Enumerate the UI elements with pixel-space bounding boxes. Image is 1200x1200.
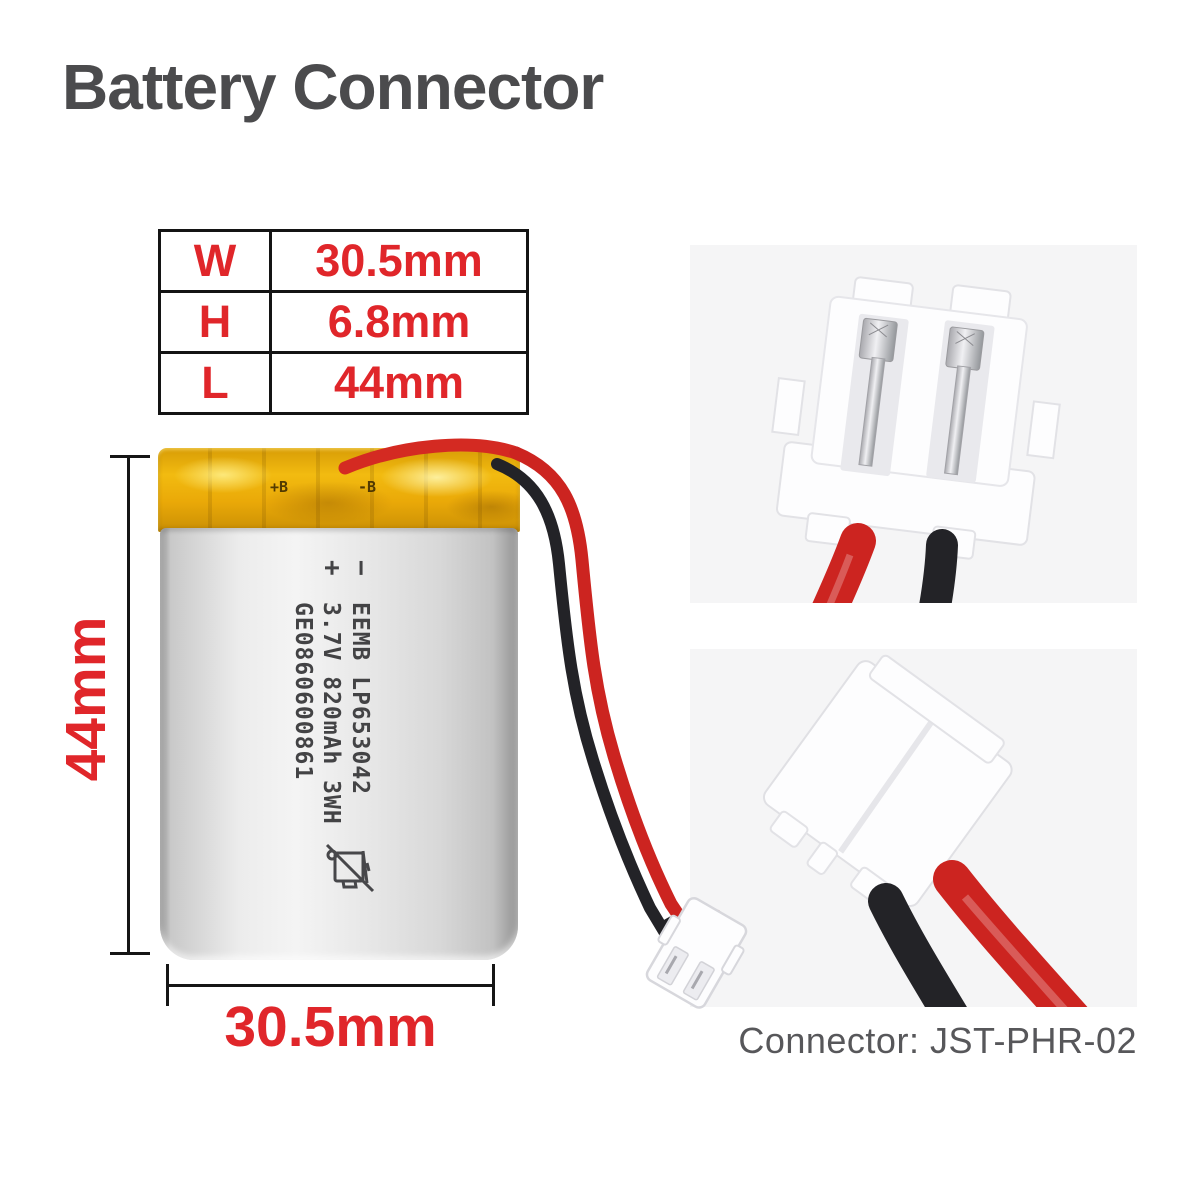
connector-front-illustration	[771, 276, 1061, 603]
height-dimension-cap-bottom	[110, 952, 150, 955]
black-wire	[868, 883, 967, 1007]
connector-closeup-front-photo	[690, 245, 1137, 603]
connector-model-caption: Connector: JST-PHR-02	[738, 1020, 1137, 1061]
battery-tape: +B -B	[158, 448, 520, 532]
page-title: Battery Connector	[62, 51, 604, 123]
spec-label-w: W	[158, 229, 272, 293]
crossed-out-bin-icon	[325, 843, 375, 893]
width-dimension-cap-left	[166, 964, 169, 1006]
black-lead-wire	[491, 458, 703, 937]
connector-back-illustration	[762, 654, 1088, 1007]
table-row: L 44mm	[158, 351, 529, 415]
battery-photo: +B -B −EEMB LP653042 +3.7V 820mAh 3WH GE…	[158, 448, 520, 960]
battery-print-line: GE0860600861	[290, 602, 316, 781]
wire-highlight	[961, 894, 1068, 1007]
battery-print: −EEMB LP653042 +3.7V 820mAh 3WH GE086060…	[275, 560, 376, 900]
connector-housing	[762, 654, 1013, 908]
metal-pin	[943, 326, 985, 476]
red-lead-wire	[509, 446, 723, 930]
height-dimension-label: 44mm	[54, 616, 118, 782]
spec-table: W 30.5mm H 6.8mm L 44mm	[158, 229, 529, 415]
metal-pin	[858, 317, 898, 467]
black-wire	[919, 529, 958, 603]
spec-label-h: H	[158, 290, 272, 354]
spec-value-w: 30.5mm	[269, 229, 529, 293]
height-dimension-line	[127, 455, 130, 955]
width-dimension-line	[167, 984, 494, 987]
table-row: W 30.5mm	[158, 229, 529, 293]
tape-mark: +B	[270, 478, 289, 496]
red-wire	[933, 860, 1088, 1007]
table-row: H 6.8mm	[158, 290, 529, 354]
battery-body	[160, 528, 518, 960]
spec-value-h: 6.8mm	[269, 290, 529, 354]
connector-closeup-back-photo	[690, 649, 1137, 1007]
tape-mark: -B	[358, 478, 377, 496]
spec-label-l: L	[158, 351, 272, 415]
red-wire	[812, 523, 876, 603]
height-dimension-cap-top	[110, 455, 150, 458]
width-dimension-label: 30.5mm	[224, 995, 437, 1059]
spec-value-l: 44mm	[269, 351, 529, 415]
width-dimension-cap-right	[492, 964, 495, 1006]
wire-highlight	[826, 553, 854, 603]
connector-housing	[771, 276, 1061, 560]
